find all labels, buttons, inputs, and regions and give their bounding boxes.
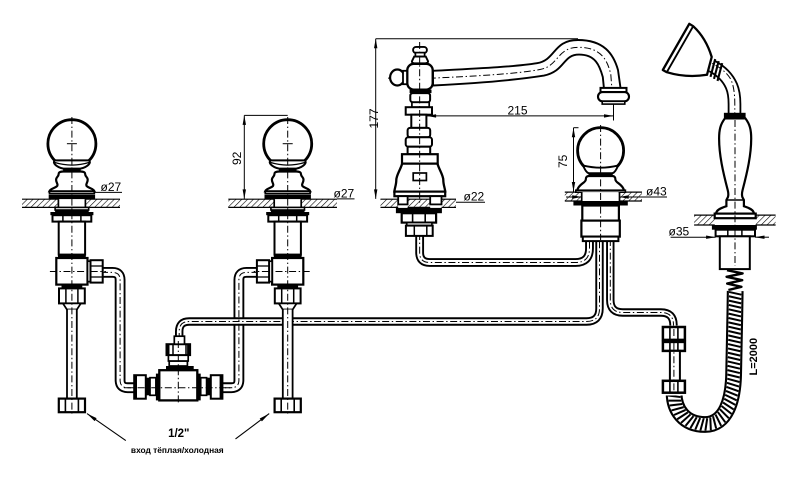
svg-text:ø35: ø35: [669, 224, 690, 238]
svg-text:ø22: ø22: [464, 190, 485, 204]
svg-text:вход тёплая/холодная: вход тёплая/холодная: [131, 445, 224, 455]
svg-text:L=2000: L=2000: [748, 338, 760, 376]
svg-text:177: 177: [367, 108, 381, 128]
svg-text:ø27: ø27: [101, 180, 122, 194]
svg-text:ø27: ø27: [334, 186, 355, 200]
svg-text:92: 92: [230, 151, 244, 165]
svg-text:75: 75: [556, 154, 570, 168]
svg-text:215: 215: [508, 104, 528, 118]
svg-text:1/2": 1/2": [168, 428, 189, 440]
svg-text:ø43: ø43: [646, 185, 667, 199]
